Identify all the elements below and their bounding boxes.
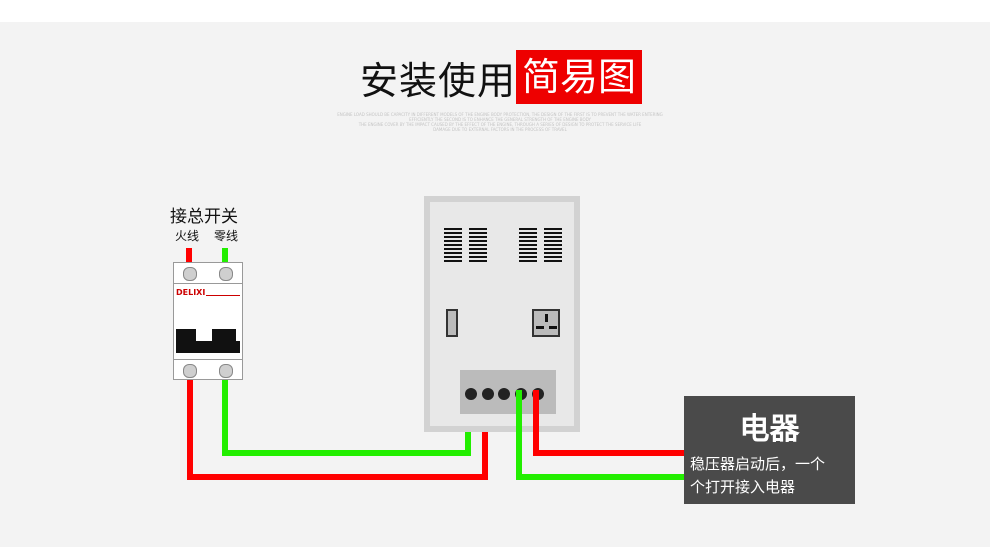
live-wire-in bbox=[186, 248, 192, 264]
voltage-regulator bbox=[424, 196, 580, 432]
terminal-dot bbox=[465, 388, 477, 400]
terminal-dot bbox=[498, 388, 510, 400]
live-out-wire bbox=[533, 450, 686, 456]
power-switch[interactable] bbox=[446, 309, 458, 337]
fine-line: DAMAGE DUE TO EXTERNAL FACTORS IN THE PR… bbox=[433, 127, 567, 132]
appliance-note-1: 稳压器启动后，一个 bbox=[690, 455, 826, 473]
socket-icon bbox=[532, 309, 560, 337]
screw-icon bbox=[219, 364, 233, 378]
fine-line: ENGINE LOAD SHOULD BE CAPACITY IN DIFFER… bbox=[337, 112, 663, 117]
title-highlight: 简易图 bbox=[516, 50, 643, 104]
toggle-left bbox=[176, 329, 196, 341]
fine-print: ENGINE LOAD SHOULD BE CAPACITY IN DIFFER… bbox=[280, 112, 720, 132]
live-out-wire bbox=[533, 390, 539, 456]
neutral-wire bbox=[222, 450, 471, 456]
live-wire bbox=[187, 380, 193, 480]
appliance-note-2: 个打开接入电器 bbox=[690, 478, 796, 496]
vent-icon bbox=[469, 228, 487, 264]
screw-icon bbox=[219, 267, 233, 281]
brand-label: DELIXI bbox=[176, 288, 206, 297]
vent-icon bbox=[519, 228, 537, 264]
neutral-label: 零线 bbox=[214, 229, 239, 243]
neutral-out-wire bbox=[516, 474, 686, 480]
title-plain: 安装使用 bbox=[360, 58, 517, 103]
live-label: 火线 bbox=[175, 229, 200, 243]
vent-icon bbox=[544, 228, 562, 264]
screw-icon bbox=[183, 364, 197, 378]
screw-icon bbox=[183, 267, 197, 281]
terminal-block bbox=[460, 370, 556, 414]
neutral-out-wire bbox=[516, 390, 522, 480]
live-wire bbox=[187, 474, 488, 480]
neutral-wire-in bbox=[222, 248, 228, 264]
live-wire bbox=[482, 390, 488, 480]
terminal-dot bbox=[482, 388, 494, 400]
page-title: 安装使用 简易图 bbox=[360, 50, 643, 104]
fine-line: EFFICIENTLY THE SECOND IS TO ENHANCE THE… bbox=[409, 117, 591, 122]
appliance-box: 电器 稳压器启动后，一个 个打开接入电器 bbox=[684, 396, 855, 504]
neutral-wire bbox=[222, 380, 228, 456]
toggle-right bbox=[212, 329, 236, 341]
breaker-heading: 接总开关 bbox=[170, 207, 238, 227]
circuit-breaker: DELIXI bbox=[173, 262, 243, 380]
appliance-title: 电器 bbox=[739, 412, 800, 447]
vent-icon bbox=[444, 228, 462, 264]
fine-line: THE ENGINE COVER BY THE IMPACT CAUSED BY… bbox=[358, 122, 642, 127]
